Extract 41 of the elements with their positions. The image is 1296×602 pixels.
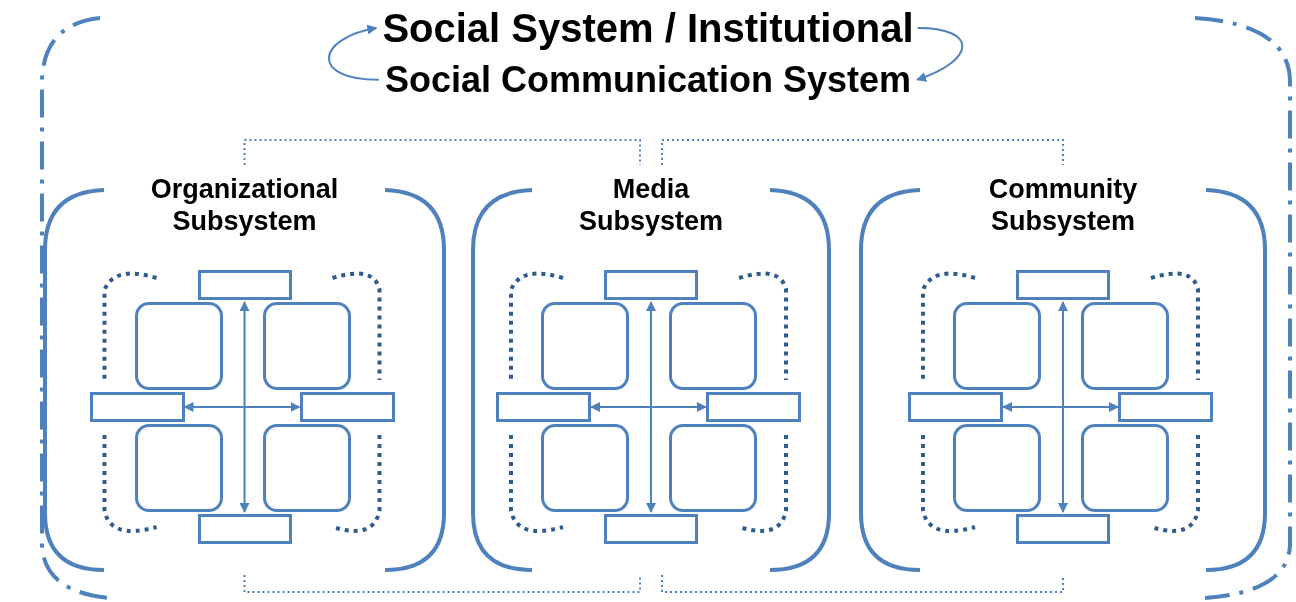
link-rectangle xyxy=(197,514,292,544)
rounded-square xyxy=(541,424,629,512)
dotted-connector xyxy=(243,574,641,593)
dotted-connector xyxy=(661,574,1064,593)
link-rectangle xyxy=(299,392,395,422)
panel-heading: Organizational Subsystem xyxy=(149,173,340,238)
double-arrow xyxy=(590,402,707,412)
panel-heading: Community Subsystem xyxy=(987,173,1139,238)
rounded-square xyxy=(134,302,223,390)
double-arrow xyxy=(239,301,250,513)
rounded-square xyxy=(262,424,351,512)
curved-arrow xyxy=(327,25,380,81)
rounded-square xyxy=(669,424,757,512)
link-rectangle xyxy=(1016,270,1110,300)
title-text: Social Communication System xyxy=(384,60,912,100)
link-rectangle xyxy=(604,514,698,544)
link-rectangle xyxy=(89,392,185,422)
title-text: Social System / Institutional xyxy=(382,6,914,50)
link-rectangle xyxy=(197,270,292,300)
link-rectangle xyxy=(604,270,698,300)
panel-heading: Media Subsystem xyxy=(577,173,725,238)
link-rectangle xyxy=(706,392,801,422)
double-arrow xyxy=(646,301,656,513)
double-arrow xyxy=(1002,402,1119,412)
rounded-square xyxy=(1081,424,1169,512)
link-rectangle xyxy=(1016,514,1110,544)
link-rectangle xyxy=(908,392,1003,422)
double-arrow xyxy=(183,402,301,412)
double-arrow xyxy=(1058,301,1068,513)
dotted-connector xyxy=(243,139,641,166)
rounded-square xyxy=(1081,302,1169,390)
rounded-square xyxy=(953,424,1041,512)
link-rectangle xyxy=(1118,392,1213,422)
rounded-square xyxy=(669,302,757,390)
rounded-square xyxy=(262,302,351,390)
rounded-square xyxy=(541,302,629,390)
dotted-connector xyxy=(661,139,1064,166)
rounded-square xyxy=(953,302,1041,390)
rounded-square xyxy=(134,424,223,512)
curved-arrow xyxy=(916,27,964,82)
link-rectangle xyxy=(496,392,591,422)
